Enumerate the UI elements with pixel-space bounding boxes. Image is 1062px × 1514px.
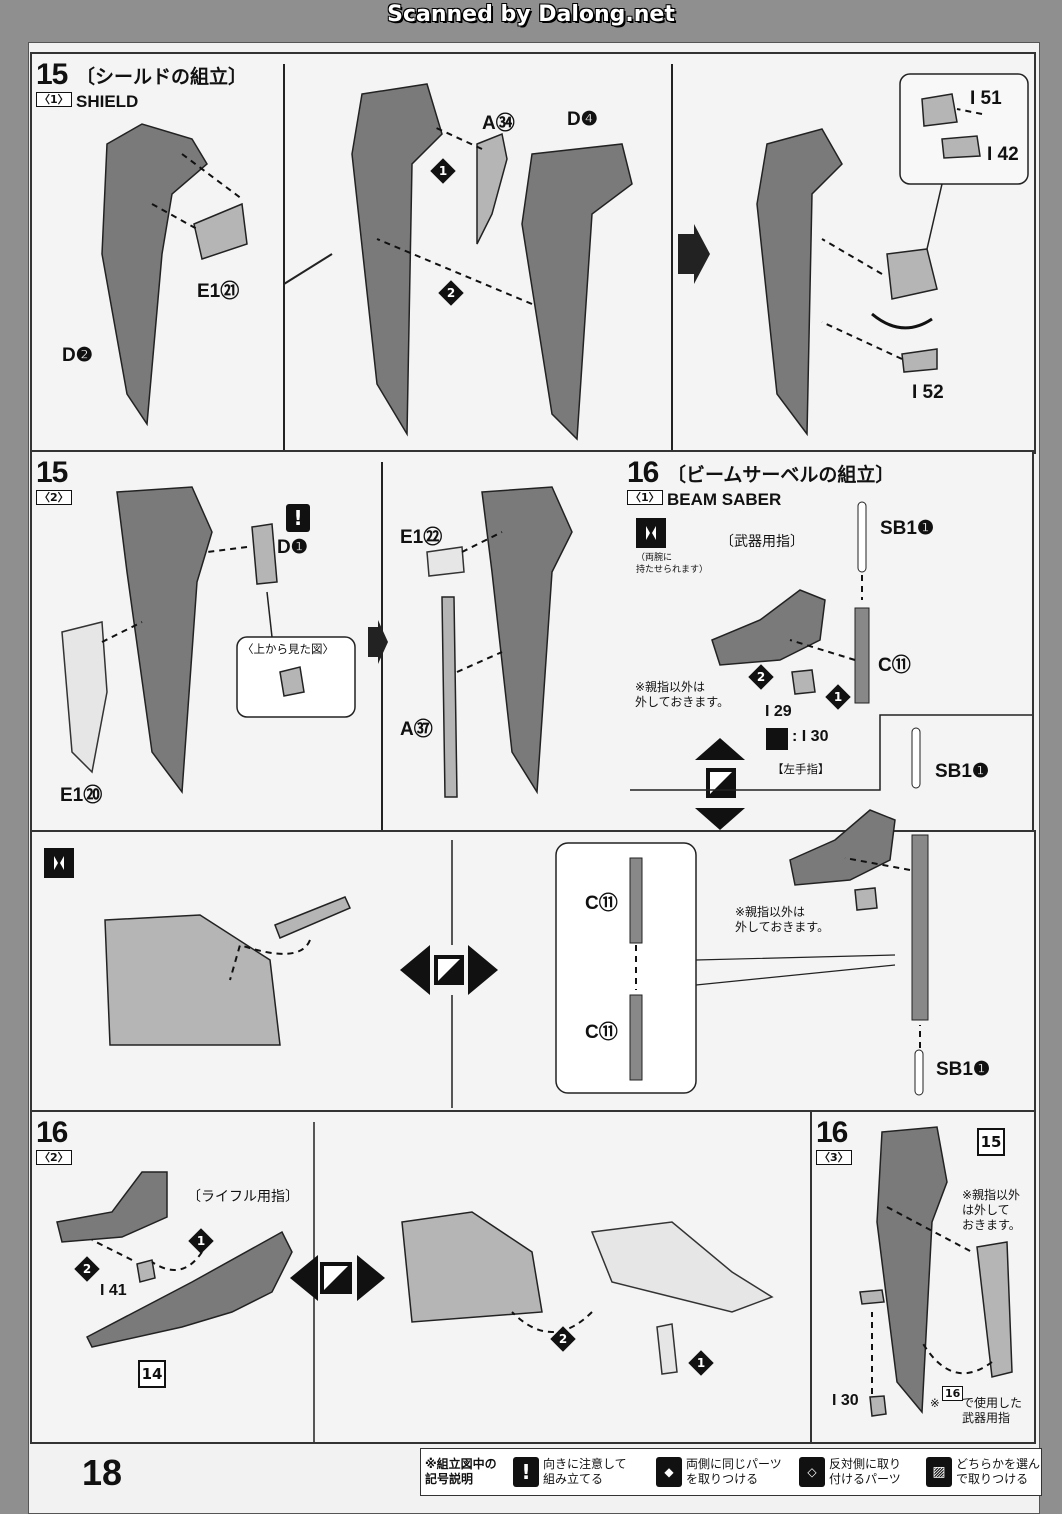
step16-3-panel: 16 〈3〉 15 ※親指以外 は外して おきます。 I 30 ※ 16 で使用… bbox=[810, 1110, 1036, 1444]
part-label: E1㉑ bbox=[197, 281, 240, 302]
legend-item-opposite-side: ◇ 反対側に取り 付けるパーツ bbox=[799, 1453, 901, 1491]
step-number: 16 bbox=[627, 456, 659, 489]
part-label: A㉞ bbox=[482, 113, 515, 134]
step15-1-panel: 15 〈1〉 〔シールドの組立〕 SHIELD E1㉑ D❷ bbox=[30, 52, 1036, 454]
part-label: SB1❶ bbox=[936, 1059, 990, 1080]
step-number: 15 bbox=[36, 58, 68, 91]
part-label: C⑪ bbox=[585, 893, 618, 914]
part-label: A㊲ bbox=[400, 719, 433, 740]
substep-label: 〈3〉 bbox=[816, 1150, 852, 1165]
opposite-side-icon: ◇ bbox=[799, 1457, 825, 1487]
weapon-fingers-ref-note: で使用した 武器用指 bbox=[962, 1396, 1023, 1425]
step16-2-panel: 16 〈2〉 〔ライフル用指〕 I 41 14 1 2 2 1 bbox=[30, 1110, 814, 1444]
legend-item-both-sides: ◆ 両側に同じパーツ を取りつける bbox=[656, 1453, 782, 1491]
rifle-diagram bbox=[56, 1122, 774, 1442]
order-mark: 2 bbox=[550, 1326, 576, 1352]
ref-step-badge: 16 bbox=[942, 1386, 964, 1401]
both-sides-icon: ◆ bbox=[656, 1457, 682, 1487]
legend-item-choose-either: ▨ どちらかを選ん で取りつける bbox=[926, 1453, 1040, 1491]
legend-item-caution: ! 向きに注意して 組み立てる bbox=[513, 1453, 627, 1491]
symbol-legend: ※組立図中の 記号説明 ! 向きに注意して 組み立てる ◆ 両側に同じパーツ を… bbox=[420, 1448, 1042, 1496]
part-label: I 29 bbox=[765, 703, 792, 720]
part-label: D❹ bbox=[567, 109, 598, 130]
order-mark: 1 bbox=[688, 1350, 714, 1376]
left-fingers-label: 【左手指】 bbox=[772, 762, 830, 776]
step-title-en: BEAM SABER bbox=[667, 490, 782, 509]
substep-label: 〈2〉 bbox=[36, 1150, 72, 1165]
step-title-jp: 〔シールドの組立〕 bbox=[76, 66, 248, 88]
order-mark: 1 bbox=[188, 1228, 214, 1254]
choose-either-icon: ▨ bbox=[926, 1457, 952, 1487]
shield-attach-diagram bbox=[61, 462, 573, 832]
legend-title: ※組立図中の 記号説明 bbox=[425, 1457, 497, 1486]
opposite-side-icon bbox=[766, 728, 788, 750]
caution-icon: ! bbox=[513, 1457, 539, 1487]
remove-fingers-note: ※親指以外 は外して おきます。 bbox=[962, 1188, 1021, 1232]
part-label: I 41 bbox=[100, 1282, 127, 1299]
both-hands-note: （両腕に 持たせられます） bbox=[636, 553, 709, 575]
step-number: 15 bbox=[36, 456, 68, 489]
caution-icon: ! bbox=[286, 504, 310, 532]
part-label: D❷ bbox=[62, 345, 93, 366]
beam-saber-panel bbox=[30, 830, 1036, 1114]
rifle-fingers-label: 〔ライフル用指〕 bbox=[187, 1189, 299, 1205]
shield-mount-diagram bbox=[859, 1126, 1013, 1417]
step15-2-panel: 15 〈2〉 ! D❶ E1⑳ E1㉒ A㊲ 〈上から見た図〉 bbox=[30, 450, 631, 834]
order-mark: 2 bbox=[74, 1256, 100, 1282]
scan-banner: Scanned by Dalong.net bbox=[387, 2, 675, 27]
step-title-en: SHIELD bbox=[76, 92, 139, 111]
step-number: 16 bbox=[816, 1116, 848, 1149]
order-mark: 1 bbox=[430, 158, 456, 184]
part-label: I 51 bbox=[970, 88, 1002, 109]
order-mark: 2 bbox=[748, 664, 774, 690]
step-title-jp: 〔ビームサーベルの組立〕 bbox=[667, 464, 895, 486]
part-label: : I 30 bbox=[792, 728, 829, 745]
part-label: C⑪ bbox=[878, 655, 911, 676]
step-number: 16 bbox=[36, 1116, 68, 1149]
order-mark: 2 bbox=[438, 280, 464, 306]
remove-fingers-note: ※親指以外は 外しておきます。 bbox=[635, 680, 730, 709]
view-from-top-note: 〈上から見た図〉 bbox=[242, 642, 334, 656]
part-label: I 42 bbox=[987, 144, 1019, 165]
substep-label: 〈1〉 bbox=[36, 92, 72, 107]
part-label: E1⑳ bbox=[60, 785, 103, 806]
remove-fingers-note: ※親指以外は 外しておきます。 bbox=[735, 905, 830, 934]
part-label: D❶ bbox=[277, 537, 308, 558]
weapon-fingers-ref-prefix: ※ bbox=[930, 1396, 940, 1410]
part-label: 15 bbox=[977, 1128, 1005, 1156]
part-label: I 52 bbox=[912, 382, 944, 403]
weapon-fingers-label: 〔武器用指〕 bbox=[720, 534, 804, 550]
part-label: SB1❶ bbox=[935, 761, 989, 782]
substep-label: 〈1〉 bbox=[627, 490, 663, 505]
part-label: SB1❶ bbox=[880, 518, 934, 539]
part-label: 14 bbox=[138, 1360, 166, 1388]
part-label: E1㉒ bbox=[400, 527, 443, 548]
choose-either-icon bbox=[320, 1262, 352, 1294]
substep-label: 〈2〉 bbox=[36, 490, 72, 505]
part-label: I 30 bbox=[832, 1392, 859, 1409]
page-number: 18 bbox=[82, 1452, 123, 1493]
part-label: C⑪ bbox=[585, 1022, 618, 1043]
order-mark: 1 bbox=[825, 684, 851, 710]
shield-diagram bbox=[101, 64, 1029, 452]
